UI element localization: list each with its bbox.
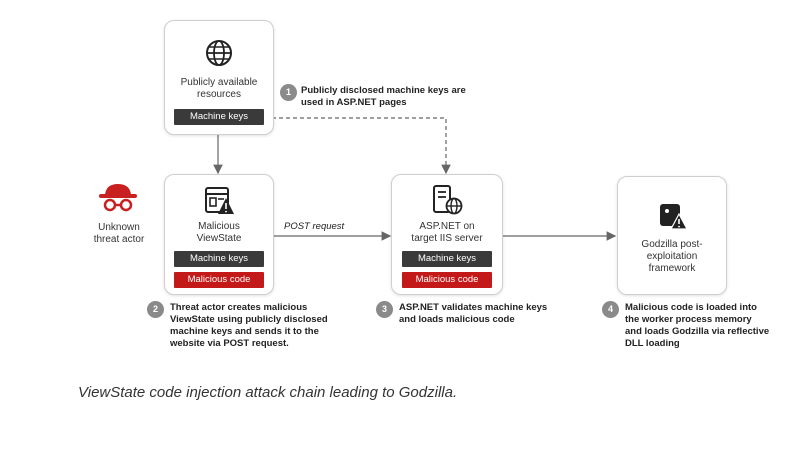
malicious-viewstate-icon <box>205 187 234 214</box>
viewstate-malicious-code-pill: Malicious code <box>174 272 264 288</box>
viewstate-machine-keys-pill: Machine keys <box>174 251 264 267</box>
threat-actor-label: Unknown threat actor <box>93 222 145 245</box>
figure-caption: ViewState code injection attack chain le… <box>78 384 458 401</box>
server-malicious-code-pill: Malicious code <box>402 272 492 288</box>
globe-icon <box>206 40 232 66</box>
malicious-viewstate-card: Malicious ViewState Machine keys Malicio… <box>164 174 274 295</box>
step-1-badge: 1 <box>280 84 297 101</box>
godzilla-card: Godzilla post- exploitation framework <box>617 176 727 295</box>
public-resources-label: Publicly available resources <box>180 77 258 100</box>
server-globe-icon <box>433 185 463 215</box>
step-4-text: Malicious code is loaded into the worker… <box>625 302 770 349</box>
dashed-arrow-keys-to-server <box>272 117 451 175</box>
machine-keys-pill: Machine keys <box>174 109 264 125</box>
step-3-badge: 3 <box>376 301 393 318</box>
iis-server-card: ASP.NET on target IIS server Machine key… <box>391 174 503 295</box>
godzilla-warning-icon <box>660 204 688 230</box>
step-2-badge: 2 <box>147 301 164 318</box>
step-1-text: Publicly disclosed machine keys are used… <box>301 85 466 108</box>
viewstate-label: Malicious ViewState <box>196 221 242 244</box>
post-request-label: POST request <box>284 221 345 232</box>
step-3-text: ASP.NET validates machine keys and loads… <box>399 302 548 325</box>
server-machine-keys-pill: Machine keys <box>402 251 492 267</box>
step-2-text: Threat actor creates malicious ViewState… <box>170 302 328 349</box>
threat-actor-icon <box>99 184 137 212</box>
server-label: ASP.NET on target IIS server <box>411 221 483 244</box>
step-4-badge: 4 <box>602 301 619 318</box>
public-resources-card: Publicly available resources Machine key… <box>164 20 274 135</box>
godzilla-label: Godzilla post- exploitation framework <box>641 239 703 274</box>
